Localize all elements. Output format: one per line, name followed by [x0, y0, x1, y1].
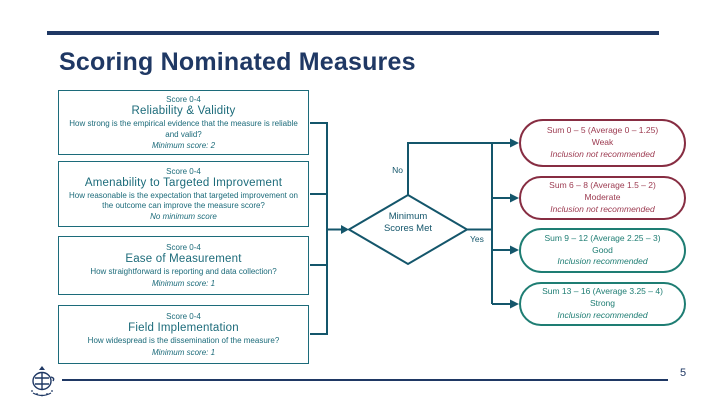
criteria-title: Reliability & Validity	[131, 105, 236, 118]
score-range-label: Score 0-4	[166, 166, 201, 176]
criteria-minimum: Minimum score: 1	[151, 278, 216, 288]
outcome-sum-range: Sum 0 – 5 (Average 0 – 1.25)	[546, 125, 659, 136]
criteria-box-amenability: Score 0-4 Amenability to Targeted Improv…	[58, 161, 309, 227]
arrowhead-outcome2	[510, 193, 519, 203]
criteria-minimum: No minimum score	[150, 212, 217, 222]
outcome-sum-range: Sum 13 – 16 (Average 3.25 – 4)	[542, 286, 663, 297]
arrowhead-diamond	[341, 225, 349, 234]
outcome-weak: Sum 0 – 5 (Average 0 – 1.25) Weak Inclus…	[519, 119, 686, 167]
criteria-minimum: Minimum score: 1	[151, 347, 216, 357]
outcome-recommendation: Inclusion recommended	[557, 309, 648, 320]
outcome-rating: Weak	[591, 137, 614, 148]
score-range-label: Score 0-4	[166, 243, 201, 253]
outcome-rating: Moderate	[584, 192, 621, 203]
criteria-question: How straightforward is reporting and dat…	[90, 267, 277, 277]
outcome-moderate: Sum 6 – 8 (Average 1.5 – 2) Moderate Inc…	[519, 176, 686, 220]
outcome-rating: Good	[592, 244, 613, 255]
page-title: Scoring Nominated Measures	[59, 48, 416, 76]
criteria-title: Amenability to Targeted Improvement	[84, 176, 283, 189]
criteria-question: How strong is the empirical evidence tha…	[69, 119, 298, 139]
outcome-rating: Strong	[589, 298, 616, 309]
outcome-recommendation: Inclusion not recommended	[550, 203, 655, 214]
decision-no-label: No	[392, 165, 403, 175]
arrowhead-outcome4	[510, 299, 519, 309]
slide-page-number: 5	[679, 367, 687, 379]
arrowhead-outcome3	[510, 245, 519, 255]
criteria-question: How reasonable is the expectation that t…	[68, 190, 299, 210]
criteria-box-reliability-validity: Score 0-4 Reliability & Validity How str…	[58, 90, 309, 155]
top-accent-rule	[47, 31, 659, 35]
decision-yes-label: Yes	[470, 234, 484, 244]
criteria-title: Ease of Measurement	[125, 253, 242, 266]
criteria-box-field-implementation: Score 0-4 Field Implementation How wides…	[58, 305, 309, 364]
criteria-question: How widespread is the dissemination of t…	[87, 336, 280, 346]
outcome-sum-range: Sum 9 – 12 (Average 2.25 – 3)	[544, 232, 661, 243]
criteria-title: Field Implementation	[128, 322, 239, 335]
score-range-label: Score 0-4	[166, 312, 201, 322]
decision-diamond-label: Minimum Scores Met	[383, 211, 433, 234]
criteria-box-ease-of-measurement: Score 0-4 Ease of Measurement How straig…	[58, 236, 309, 295]
outcome-recommendation: Inclusion not recommended	[550, 148, 655, 159]
score-range-label: Score 0-4	[166, 95, 201, 105]
arrowhead-outcome1	[510, 138, 519, 148]
footer-rule	[62, 379, 668, 381]
outcome-good: Sum 9 – 12 (Average 2.25 – 3) Good Inclu…	[519, 228, 686, 273]
connector-no-path	[407, 142, 511, 196]
outcome-sum-range: Sum 6 – 8 (Average 1.5 – 2)	[549, 180, 656, 191]
outcome-strong: Sum 13 – 16 (Average 3.25 – 4) Strong In…	[519, 282, 686, 326]
seal-logo	[31, 366, 55, 397]
outcome-recommendation: Inclusion recommended	[557, 256, 648, 267]
criteria-minimum: Minimum score: 2	[151, 140, 216, 150]
